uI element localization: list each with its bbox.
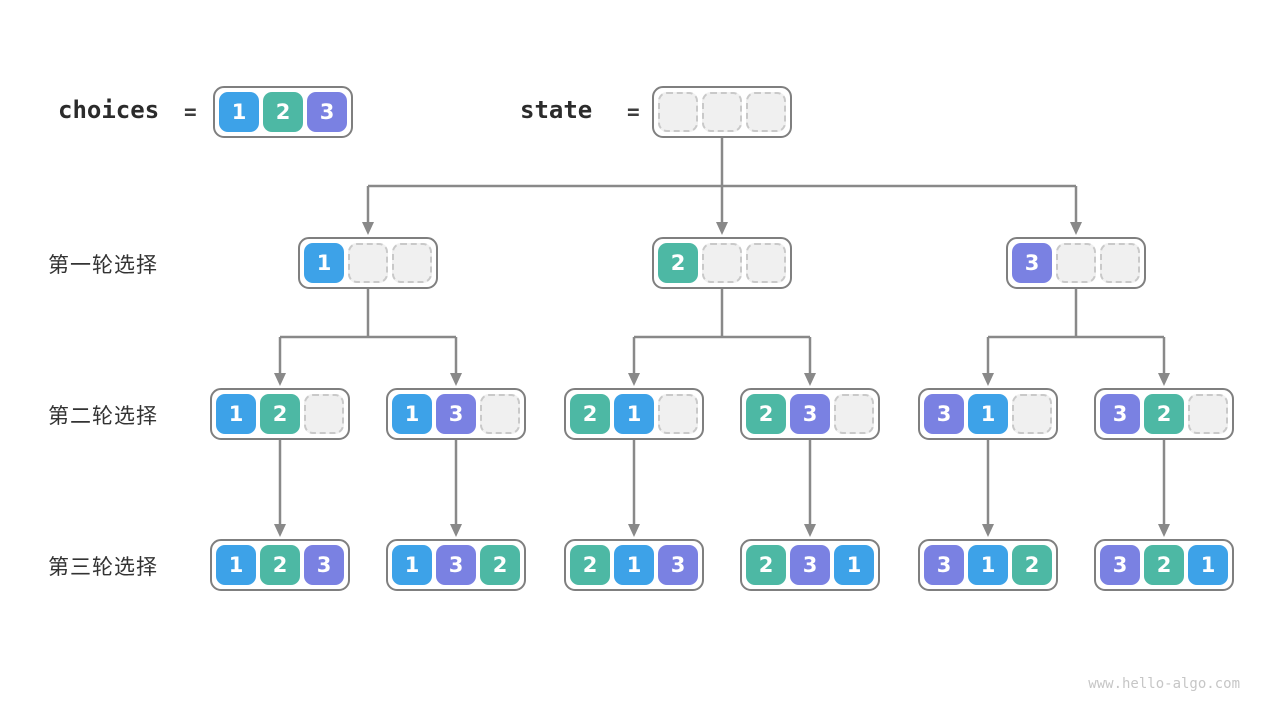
state-cell — [834, 394, 874, 434]
state-cell: 2 — [1144, 394, 1184, 434]
state-node: 1 3 — [386, 388, 526, 440]
state-cell: 1 — [968, 545, 1008, 585]
state-cell: 3 — [436, 545, 476, 585]
state-node: 2 1 — [564, 388, 704, 440]
state-node: 2 3 1 — [740, 539, 880, 591]
watermark: www.hello-algo.com — [1088, 676, 1240, 692]
state-cell: 1 — [216, 394, 256, 434]
state-cell: 3 — [1100, 394, 1140, 434]
state-cell: 3 — [436, 394, 476, 434]
state-cell: 2 — [658, 243, 698, 283]
state-cell: 2 — [1012, 545, 1052, 585]
state-cell: 3 — [924, 394, 964, 434]
state-node: 2 3 — [740, 388, 880, 440]
state-cell: 1 — [216, 545, 256, 585]
state-cell: 1 — [304, 243, 344, 283]
state-cell: 3 — [790, 394, 830, 434]
state-cell: 3 — [658, 545, 698, 585]
state-cell: 1 — [834, 545, 874, 585]
array-cell: 3 — [307, 92, 347, 132]
state-cell: 3 — [790, 545, 830, 585]
state-cell: 1 — [392, 394, 432, 434]
round-label-3: 第三轮选择 — [48, 556, 158, 579]
array-cell: 1 — [219, 92, 259, 132]
state-label: state — [520, 96, 593, 124]
array-cell — [702, 92, 742, 132]
state-cell: 2 — [746, 545, 786, 585]
state-cell — [1188, 394, 1228, 434]
choices-equals-sign: = — [184, 100, 197, 124]
state-cell — [304, 394, 344, 434]
state-cell: 1 — [392, 545, 432, 585]
state-cell — [348, 243, 388, 283]
state-cell: 2 — [260, 545, 300, 585]
state-node: 1 — [298, 237, 438, 289]
state-cell: 2 — [570, 394, 610, 434]
state-array — [652, 86, 792, 138]
state-node: 2 1 3 — [564, 539, 704, 591]
state-cell: 2 — [746, 394, 786, 434]
state-cell: 1 — [614, 394, 654, 434]
choices-label: choices — [58, 96, 160, 124]
state-node: 3 1 2 — [918, 539, 1058, 591]
state-cell — [746, 243, 786, 283]
state-cell — [658, 394, 698, 434]
round-label-1: 第一轮选择 — [48, 254, 158, 277]
state-cell — [1100, 243, 1140, 283]
state-cell — [702, 243, 742, 283]
round-label-2: 第二轮选择 — [48, 405, 158, 428]
array-cell: 2 — [263, 92, 303, 132]
state-cell: 1 — [1188, 545, 1228, 585]
state-cell — [392, 243, 432, 283]
state-node: 3 2 1 — [1094, 539, 1234, 591]
state-node: 1 2 — [210, 388, 350, 440]
state-cell: 1 — [614, 545, 654, 585]
array-cell — [658, 92, 698, 132]
state-cell: 3 — [924, 545, 964, 585]
state-node: 3 — [1006, 237, 1146, 289]
state-node: 3 2 — [1094, 388, 1234, 440]
state-cell — [1056, 243, 1096, 283]
choices-array: 1 2 3 — [213, 86, 353, 138]
array-cell — [746, 92, 786, 132]
state-cell: 2 — [570, 545, 610, 585]
state-cell: 3 — [304, 545, 344, 585]
state-cell: 2 — [1144, 545, 1184, 585]
state-cell — [1012, 394, 1052, 434]
state-cell: 1 — [968, 394, 1008, 434]
state-node: 3 1 — [918, 388, 1058, 440]
state-node: 1 3 2 — [386, 539, 526, 591]
state-cell: 3 — [1012, 243, 1052, 283]
state-cell: 2 — [480, 545, 520, 585]
state-cell: 3 — [1100, 545, 1140, 585]
state-equals-sign: = — [627, 100, 640, 124]
state-cell: 2 — [260, 394, 300, 434]
state-node: 1 2 3 — [210, 539, 350, 591]
state-node: 2 — [652, 237, 792, 289]
state-cell — [480, 394, 520, 434]
